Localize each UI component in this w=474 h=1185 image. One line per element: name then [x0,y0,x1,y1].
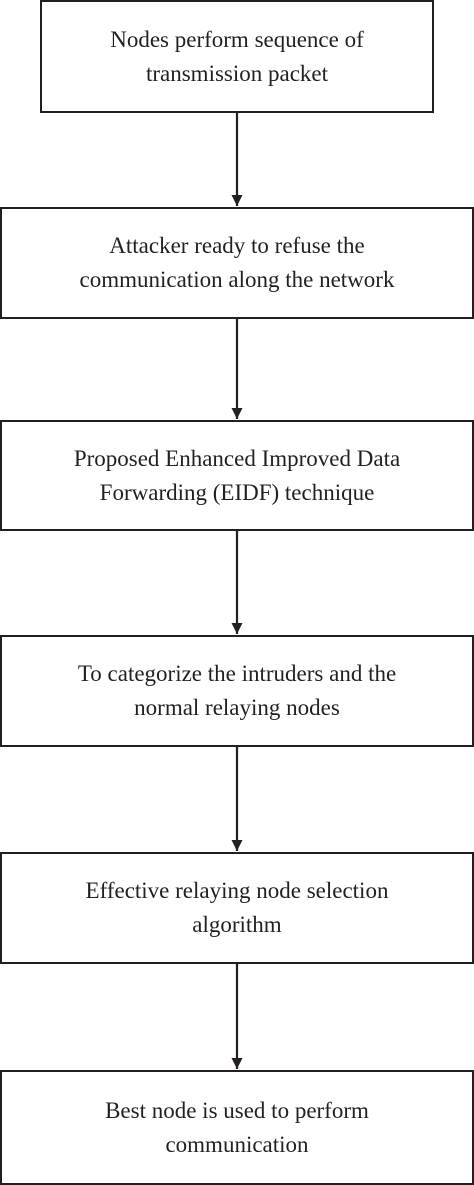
step-box-6: Best node is used to perform communicati… [0,1070,474,1185]
step-box-1: Nodes perform sequence of transmission p… [40,0,434,113]
step-1-text: Nodes perform sequence of transmission p… [110,26,364,86]
step-box-3: Proposed Enhanced Improved Data Forwardi… [0,420,474,531]
step-2-text: Attacker ready to refuse the communicati… [79,233,395,292]
step-box-5: Effective relaying node selection algori… [0,852,474,964]
step-6-text: Best node is used to perform communicati… [105,1097,369,1157]
step-5-text: Effective relaying node selection algori… [85,878,389,937]
step-3-text: Proposed Enhanced Improved Data Forwardi… [73,445,401,505]
step-4-text: To categorize the intruders and the norm… [77,661,397,720]
step-box-4: To categorize the intruders and the norm… [0,635,474,747]
step-box-2: Attacker ready to refuse the communicati… [0,207,474,319]
